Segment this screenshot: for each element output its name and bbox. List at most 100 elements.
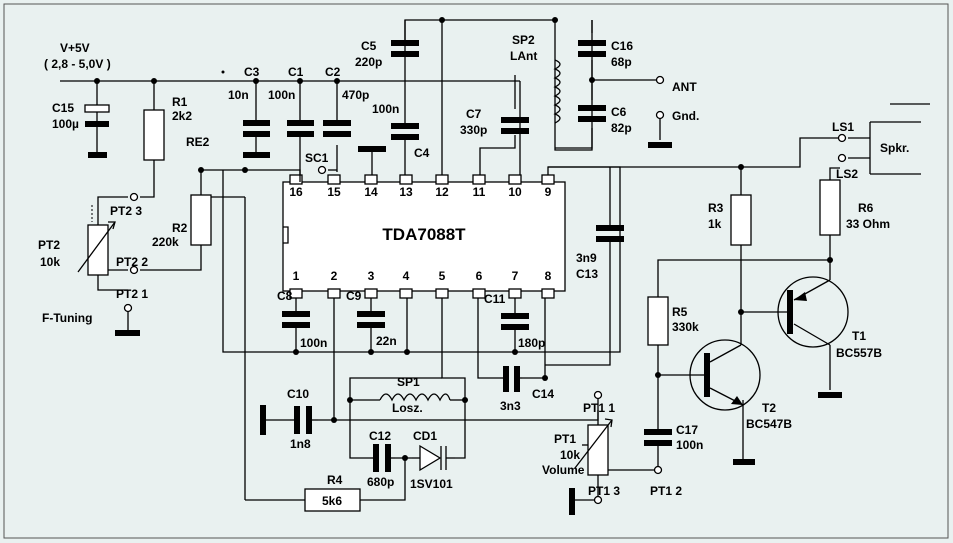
- c16-value: 68p: [611, 55, 632, 69]
- capacitor-c11: [501, 305, 529, 335]
- pt1-pin1-label: PT1 1: [583, 401, 615, 415]
- c2-ref: C2: [325, 65, 341, 79]
- c4-value: 100n: [372, 102, 399, 116]
- speaker-label: Spkr.: [880, 141, 909, 155]
- labels: V+5V ( 2,8 - 5,0V ) C15 100µ R1 2k2 RE2 …: [38, 33, 909, 508]
- c12-value: 680p: [367, 475, 394, 489]
- t1-value: BC557B: [836, 346, 882, 360]
- terminals: [123, 75, 847, 505]
- resistor-r4: [304, 488, 361, 512]
- capacitor-c4: [391, 118, 419, 145]
- r2-ref: R2: [172, 221, 188, 235]
- cd1-value: 1SV101: [410, 477, 453, 491]
- capacitor-c2: [323, 113, 351, 137]
- pin-1: 1: [293, 269, 300, 283]
- c3-ref: C3: [244, 65, 260, 79]
- capacitor-c1: [287, 113, 314, 182]
- gnd-label: Gnd.: [672, 109, 699, 123]
- c6-ref: C6: [611, 105, 627, 119]
- junctions: [94, 17, 833, 461]
- pin-14: 14: [364, 185, 378, 199]
- pin-11: 11: [473, 185, 486, 199]
- r6-ref: R6: [858, 201, 874, 215]
- ic-pins-bottom: 1 2 3 4 5 6 7 8: [289, 269, 555, 299]
- c7-ref: C7: [466, 107, 482, 121]
- capacitors: [84, 33, 672, 472]
- pin-10: 10: [508, 185, 522, 199]
- r5-ref: R5: [672, 305, 688, 319]
- c9-ref: C9: [346, 289, 362, 303]
- c1-ref: C1: [288, 65, 304, 79]
- c7-value: 330p: [460, 123, 487, 137]
- resistor-r2: [190, 194, 212, 246]
- pin-9: 9: [545, 185, 552, 199]
- pin-15: 15: [327, 185, 341, 199]
- pt2-pin2-label: PT2 2: [116, 255, 148, 269]
- potentiometer-pt2: [77, 205, 116, 276]
- capacitor-c5: [391, 33, 419, 57]
- c11-ref: C11: [484, 292, 506, 306]
- capacitor-c3: [243, 103, 270, 158]
- r3-value: 1k: [708, 217, 722, 231]
- inductor-sp2: [553, 59, 561, 124]
- r1-value: 2k2: [172, 109, 192, 123]
- sp2-ref: SP2: [512, 33, 535, 47]
- supply-range: ( 2,8 - 5,0V ): [44, 57, 111, 71]
- frame: [3, 3, 949, 539]
- capacitor-c13: [596, 220, 624, 248]
- ls2-label: LS2: [836, 167, 858, 181]
- pin-16: 16: [289, 185, 303, 199]
- capacitor-c14: [500, 366, 522, 392]
- t1-ref: T1: [852, 329, 866, 343]
- c8-ref: C8: [277, 289, 293, 303]
- capacitor-c15: [84, 104, 110, 158]
- sp1-value: Losz.: [392, 401, 423, 415]
- capacitor-c7: [501, 117, 529, 134]
- transistor-t1: [777, 260, 849, 348]
- c6-value: 82p: [611, 121, 632, 135]
- c12-ref: C12: [369, 429, 391, 443]
- c8-value: 100n: [300, 336, 327, 350]
- transistor-t2: [689, 339, 761, 411]
- resistor-r3: [730, 194, 752, 246]
- capacitor-c8: [282, 303, 310, 333]
- capacitor-c16: [578, 40, 606, 57]
- supply-label: V+5V: [60, 41, 90, 55]
- pt2-name: F-Tuning: [42, 311, 92, 325]
- inductor-sp1: [379, 393, 451, 402]
- capacitor-c12: [370, 444, 395, 472]
- pt2-pin1-label: PT2 1: [116, 287, 148, 301]
- sp2-value: LAnt: [510, 49, 537, 63]
- pin-8: 8: [545, 269, 552, 283]
- c5-ref: C5: [361, 39, 377, 53]
- c11-value: 180p: [518, 336, 545, 350]
- c17-value: 100n: [676, 438, 703, 452]
- pin-4: 4: [403, 269, 410, 283]
- c13-ref: C13: [576, 267, 598, 281]
- ls1-label: LS1: [832, 120, 854, 134]
- pin-5: 5: [439, 269, 446, 283]
- pin-2: 2: [331, 269, 338, 283]
- pt1-name: Volume: [542, 463, 585, 477]
- cd1-ref: CD1: [413, 429, 437, 443]
- c15-ref: C15: [52, 101, 74, 115]
- ground-symbols: [115, 142, 842, 515]
- c2-value: 470p: [342, 88, 369, 102]
- c5-value: 220p: [355, 55, 382, 69]
- ant-label: ANT: [672, 80, 697, 94]
- c10-value: 1n8: [290, 437, 311, 451]
- pin-6: 6: [476, 269, 483, 283]
- pt2-ref: PT2: [38, 238, 60, 252]
- capacitor-c6: [578, 105, 606, 122]
- c4-ref: C4: [414, 146, 430, 160]
- c14-value: 3n3: [500, 399, 521, 413]
- c10-ref: C10: [287, 387, 309, 401]
- potentiometer-pt1: [574, 418, 613, 476]
- r3-ref: R3: [708, 201, 724, 215]
- t2-ref: T2: [762, 401, 776, 415]
- pt2-value: 10k: [40, 255, 60, 269]
- c13-value: 3n9: [576, 251, 597, 265]
- pin-7: 7: [512, 269, 519, 283]
- pin-13: 13: [399, 185, 413, 199]
